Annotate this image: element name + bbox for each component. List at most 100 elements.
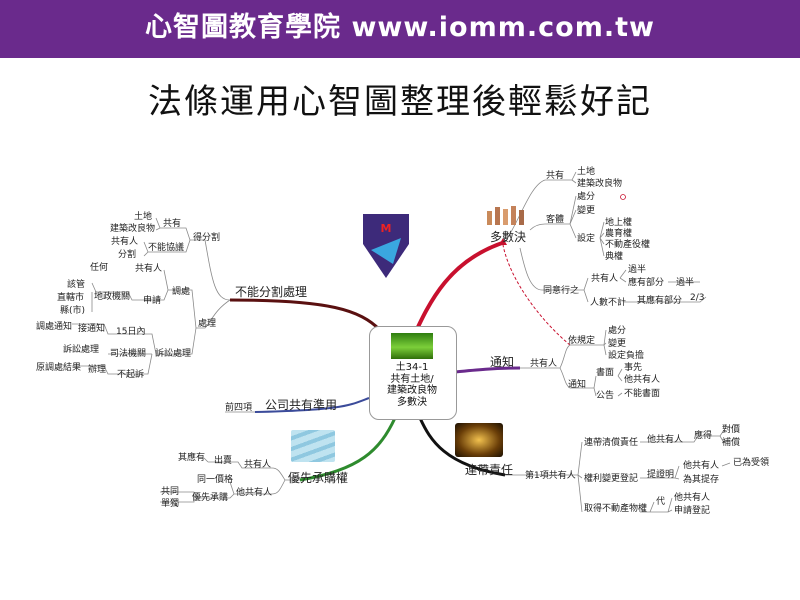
majority-yingyoubufen: 應有部分 bbox=[628, 276, 664, 288]
indivisible-defenge: 得分割 bbox=[193, 231, 220, 243]
dashed-arrow bbox=[502, 244, 571, 346]
raised-hands-icon bbox=[487, 206, 524, 225]
majority-guoban2: 過半 bbox=[676, 276, 694, 288]
joint-first: 第1項共有人 bbox=[525, 469, 576, 481]
indivisible-tudi: 土地 bbox=[134, 210, 152, 222]
notice-gonggao: 公告 bbox=[596, 389, 614, 401]
indivisible-zhixiashi: 直轄市 bbox=[57, 291, 84, 303]
indivisible-label: 不能分割處理 bbox=[235, 284, 307, 299]
grass-image bbox=[391, 333, 433, 359]
center-line4: 多數決 bbox=[397, 396, 427, 408]
indivisible-gongyouren2: 共有人 bbox=[135, 262, 162, 274]
majority-kezhi: 客體 bbox=[546, 213, 564, 225]
majority-gongyouren: 共有人 bbox=[591, 272, 618, 284]
indivisible-jianzhu: 建築改良物 bbox=[110, 222, 155, 234]
indivisible-susongchuli: 訴訟處理 bbox=[155, 347, 191, 359]
indivisible-fifteen: 15日內 bbox=[116, 326, 145, 337]
majority-jianzhu: 建築改良物 bbox=[577, 177, 622, 189]
majority-tudi: 土地 bbox=[577, 165, 595, 177]
joint-yiwei: 已為受領 bbox=[733, 456, 769, 468]
priority-tagongyouren: 他共有人 bbox=[236, 486, 272, 498]
priority-tongyijiage: 同一價格 bbox=[197, 473, 233, 485]
indivisible-xianshi: 縣(市) bbox=[60, 304, 85, 316]
majority-chufen: 處分 bbox=[577, 190, 595, 202]
notice-shixian: 事先 bbox=[624, 361, 642, 373]
majority-budongchanyiquan: 不動產役權 bbox=[605, 238, 650, 250]
joint-tagongyouren2: 他共有人 bbox=[683, 459, 719, 471]
center-line2: 共有土地/ bbox=[390, 373, 434, 385]
priority-danying: 單獨 bbox=[161, 498, 179, 509]
indivisible-tiaochutongzhi: 調處通知 bbox=[36, 320, 72, 332]
page-title: 法條運用心智圖整理後輕鬆好記 bbox=[148, 82, 652, 122]
notice-tongzhi: 通知 bbox=[568, 378, 586, 390]
notice-shedingfudan: 設定負擔 bbox=[608, 349, 644, 361]
joint-weiqitican: 為其提存 bbox=[683, 473, 719, 485]
branch-notice-line bbox=[454, 366, 521, 374]
majority-sheding: 設定 bbox=[577, 232, 595, 244]
school-logo-icon: M bbox=[363, 214, 409, 278]
indivisible-sifajiguan: 司法機關 bbox=[110, 347, 146, 359]
branch-priority-line bbox=[299, 417, 397, 482]
joint-yingde: 應得 bbox=[694, 429, 712, 441]
indivisible-tiaochu: 調處 bbox=[172, 285, 190, 297]
indivisible-shenqing: 申請 bbox=[143, 294, 161, 306]
svg-text:M: M bbox=[381, 222, 392, 235]
notice-shumian: 書面 bbox=[596, 366, 614, 378]
indivisible-susongchuli2: 訴訟處理 bbox=[63, 343, 99, 355]
priority-gongyouren: 共有人 bbox=[244, 458, 271, 470]
majority-gongyou: 共有 bbox=[546, 169, 564, 181]
majority-biangeng: 變更 bbox=[577, 204, 595, 216]
center-text: 土34-1 共有土地/ 建築改良物 多數決 bbox=[369, 362, 455, 408]
joint-shenqing: 申請登記 bbox=[674, 504, 710, 516]
notice-bunengshumian: 不能書面 bbox=[624, 387, 660, 399]
majority-guoban1: 過半 bbox=[628, 263, 646, 275]
majority-qiyingyoubufen: 其應有部分 bbox=[637, 294, 682, 306]
indivisible-gaiguan: 該管 bbox=[67, 278, 85, 290]
indivisible-fenge: 分割 bbox=[118, 248, 136, 260]
joint-tizhengming: 提證明 bbox=[647, 468, 674, 480]
majority-dishangquan: 地上權 bbox=[605, 216, 632, 228]
public-label: 公司共有準用 bbox=[265, 397, 337, 412]
public-qiansixiang: 前四項 bbox=[225, 401, 252, 413]
indivisible-gongyouren: 共有人 bbox=[111, 235, 138, 247]
joint-tagongyouren3: 他共有人 bbox=[674, 491, 710, 503]
banner-text: 心智圖教育學院 www.iomm.com.tw bbox=[145, 12, 655, 43]
majority-tongyi: 同意行之 bbox=[543, 284, 579, 296]
indivisible-dizhengjiguan: 地政機關 bbox=[94, 290, 130, 302]
joint-quanlibiangeng: 權利變更登記 bbox=[584, 472, 638, 484]
priority-youxianchenggou: 優先承購 bbox=[192, 491, 228, 503]
joint-liandai: 連帶清償責任 bbox=[584, 436, 638, 448]
majority-twothirds: 2/3 bbox=[690, 293, 704, 303]
indivisible-renhe: 任何 bbox=[90, 261, 108, 273]
notice-yiguiding: 依規定 bbox=[568, 334, 595, 346]
notice-label: 通知 bbox=[490, 355, 514, 369]
majority-label: 多數決 bbox=[490, 230, 526, 244]
majority-renshubuji: 人數不計 bbox=[590, 296, 626, 308]
money-image bbox=[291, 430, 335, 462]
majority-dianquan: 典權 bbox=[605, 250, 623, 262]
indivisible-yuandiaochu: 原調處結果 bbox=[36, 361, 81, 373]
joint-duijia: 對價 bbox=[722, 423, 740, 435]
light-bulb-icon bbox=[455, 423, 503, 457]
indivisible-buqisu: 不起訴 bbox=[117, 368, 144, 380]
joint-buchang: 補償 bbox=[722, 436, 740, 448]
notice-tagongyouren: 他共有人 bbox=[624, 373, 660, 385]
center-line1: 土34-1 bbox=[395, 362, 429, 373]
priority-label: 優先承購權 bbox=[288, 471, 348, 485]
indivisible-banli: 辦理 bbox=[88, 363, 106, 375]
priority-qiyingyou: 其應有 bbox=[178, 451, 205, 463]
notice-chufen: 處分 bbox=[608, 324, 626, 336]
indivisible-bunengxieyi: 不能協議 bbox=[148, 241, 184, 253]
joint-tagongyouren1: 他共有人 bbox=[647, 433, 683, 445]
indivisible-gongyou: 共有 bbox=[163, 217, 181, 229]
notice-biangeng: 變更 bbox=[608, 337, 626, 349]
branch-joint-line bbox=[418, 417, 506, 477]
branch-indivisible-line bbox=[229, 298, 382, 332]
center-line3: 建築改良物 bbox=[387, 385, 437, 396]
notice-gongyouren: 共有人 bbox=[530, 357, 557, 369]
priority-gongtong: 共同 bbox=[161, 486, 179, 497]
mark-icon bbox=[620, 194, 626, 200]
arrow-head bbox=[499, 238, 507, 245]
banner bbox=[0, 0, 800, 58]
